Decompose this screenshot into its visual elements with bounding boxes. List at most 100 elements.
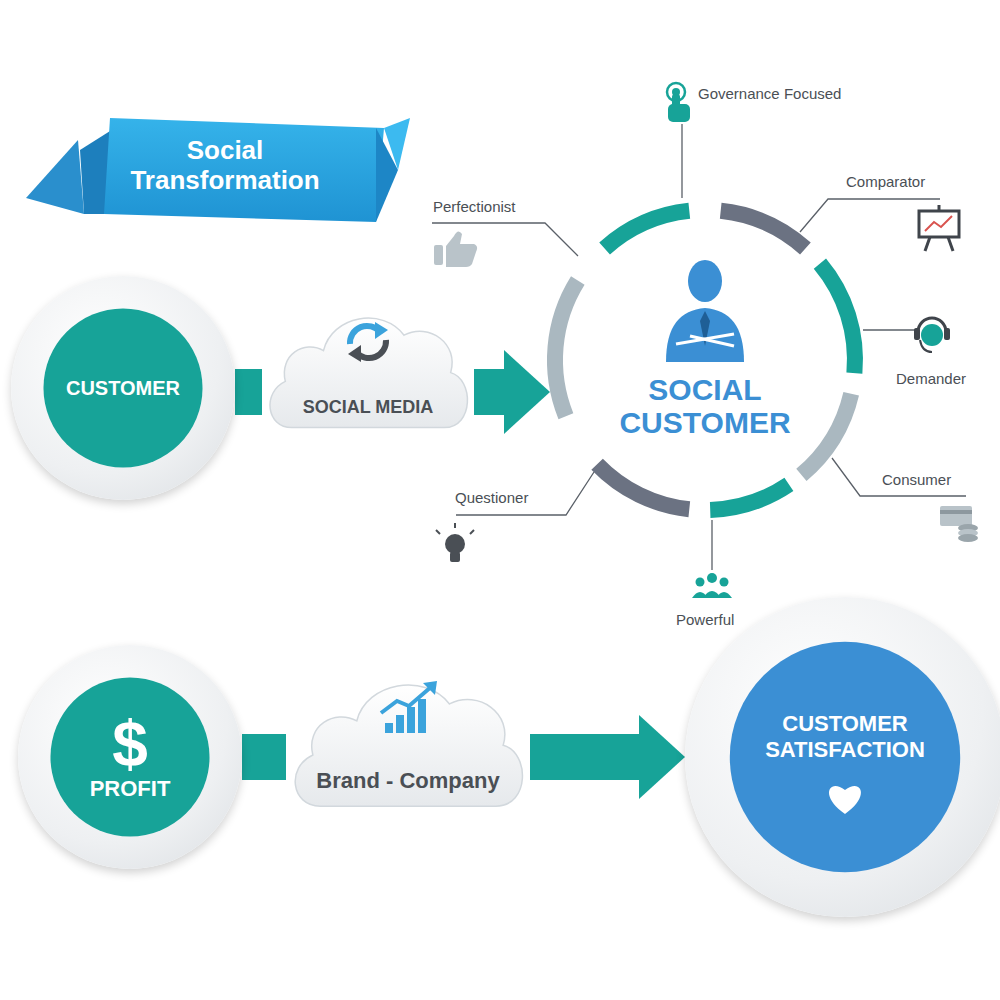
bulb-icon	[470, 530, 474, 534]
title-ribbon	[26, 118, 410, 222]
card-coins-icon	[958, 534, 978, 542]
arrow-band	[530, 734, 639, 780]
arrow-band	[242, 734, 286, 780]
card-coins-icon	[940, 506, 972, 526]
shape	[418, 699, 426, 733]
presentation-icon	[938, 205, 941, 211]
shape	[396, 715, 404, 733]
bulb-icon	[454, 523, 456, 528]
text-stack: Brand - Company	[286, 665, 530, 811]
people-icon	[696, 578, 705, 587]
text-wrap: SOCIAL MEDIA	[303, 397, 434, 418]
leader-lines	[456, 472, 594, 515]
text-wrap: SOCIAL CUSTOMER	[595, 373, 815, 439]
shape	[381, 687, 431, 713]
text-stack: CUSTOMER SATISFACTION	[685, 597, 1000, 917]
arrow-head	[639, 715, 685, 799]
attribute-label: Consumer	[882, 471, 951, 488]
headset-icon	[944, 328, 950, 340]
cloud-shape	[270, 318, 467, 427]
bulb-icon	[436, 523, 474, 534]
people-icon	[716, 592, 732, 598]
cloud-shape	[295, 685, 522, 806]
text-wrap: $PROFIT	[90, 712, 171, 801]
thumbs-up-icon	[434, 231, 477, 267]
text-stack: CUSTOMER	[11, 276, 235, 500]
headset-icon	[921, 324, 943, 346]
presentation-icon	[925, 237, 930, 251]
presentation-icon	[919, 211, 959, 237]
text-stack: SOCIAL CUSTOMER	[550, 205, 860, 515]
shape	[348, 345, 361, 362]
attribute-label: Governance Focused	[698, 85, 841, 102]
circle-node: CUSTOMER SATISFACTION	[685, 597, 1000, 917]
text-wrap: CUSTOMER	[66, 377, 180, 400]
shape	[423, 681, 437, 695]
person-icon	[666, 308, 744, 362]
hand-icon	[668, 104, 690, 122]
circle-node: $PROFIT	[18, 645, 242, 869]
arrow-band	[235, 369, 262, 415]
leader-lines	[832, 458, 966, 496]
node-text: CUSTOMER	[66, 377, 180, 400]
attribute-label: Questioner	[455, 489, 528, 506]
flow-arrow	[530, 715, 685, 799]
hub-node: SOCIAL CUSTOMER	[550, 205, 860, 515]
node-text: CUSTOMER SATISFACTION	[753, 711, 938, 764]
ring-segment	[555, 281, 578, 417]
title-ribbon	[104, 118, 384, 222]
ring-segment	[820, 264, 855, 374]
ring-segment	[801, 394, 851, 475]
headset-icon	[920, 340, 932, 352]
ring-segments	[555, 211, 855, 510]
inner-disc	[50, 677, 209, 836]
person-icon	[666, 260, 744, 362]
hand-icon	[667, 83, 690, 122]
shape	[385, 723, 393, 733]
people-icon	[707, 573, 717, 583]
thumbs-up-icon	[434, 245, 443, 265]
people-icon	[720, 578, 729, 587]
inner-disc	[730, 642, 960, 872]
ring-segment	[605, 211, 690, 249]
headset-icon	[914, 328, 920, 340]
node-text: SOCIAL MEDIA	[303, 397, 434, 418]
card-coins-icon	[940, 506, 978, 542]
node-text: $	[90, 712, 171, 776]
presentation-icon	[919, 205, 959, 251]
leader-lines	[863, 329, 916, 330]
person-icon	[690, 336, 734, 346]
arrow-head	[504, 350, 550, 434]
leader-lines	[711, 520, 712, 570]
arrow-band	[474, 369, 504, 415]
cloud-node: Brand - Company	[286, 665, 530, 811]
title-ribbon	[26, 140, 84, 214]
node-text: SOCIAL CUSTOMER	[595, 373, 815, 439]
presentation-icon	[948, 237, 953, 251]
flow-arrow	[474, 350, 550, 434]
bulb-icon	[450, 552, 460, 562]
node-text: PROFIT	[90, 776, 171, 801]
attribute-label: Powerful	[676, 611, 734, 628]
text-stack: $PROFIT	[18, 645, 242, 869]
presentation-icon	[925, 216, 952, 231]
diagram-title: Social Transformation	[110, 136, 340, 196]
title-ribbon	[384, 118, 410, 170]
person-icon	[688, 260, 722, 302]
cloud-node: SOCIAL MEDIA	[262, 300, 474, 432]
headset-icon	[914, 318, 950, 352]
ring-segment	[721, 211, 806, 249]
circle-node: CUSTOMER	[11, 276, 235, 500]
growth-chart-icon	[373, 679, 443, 735]
inner-disc	[43, 308, 202, 467]
bulb-icon	[445, 534, 465, 554]
text-wrap: Brand - Company	[316, 768, 499, 793]
text-stack: SOCIAL MEDIA	[262, 300, 474, 432]
node-text: Brand - Company	[316, 768, 499, 793]
attribute-label: Demander	[896, 370, 966, 387]
ring-segment	[597, 464, 689, 509]
bulb-icon	[436, 523, 474, 562]
card-coins-icon	[940, 510, 972, 514]
people-icon	[692, 573, 732, 598]
